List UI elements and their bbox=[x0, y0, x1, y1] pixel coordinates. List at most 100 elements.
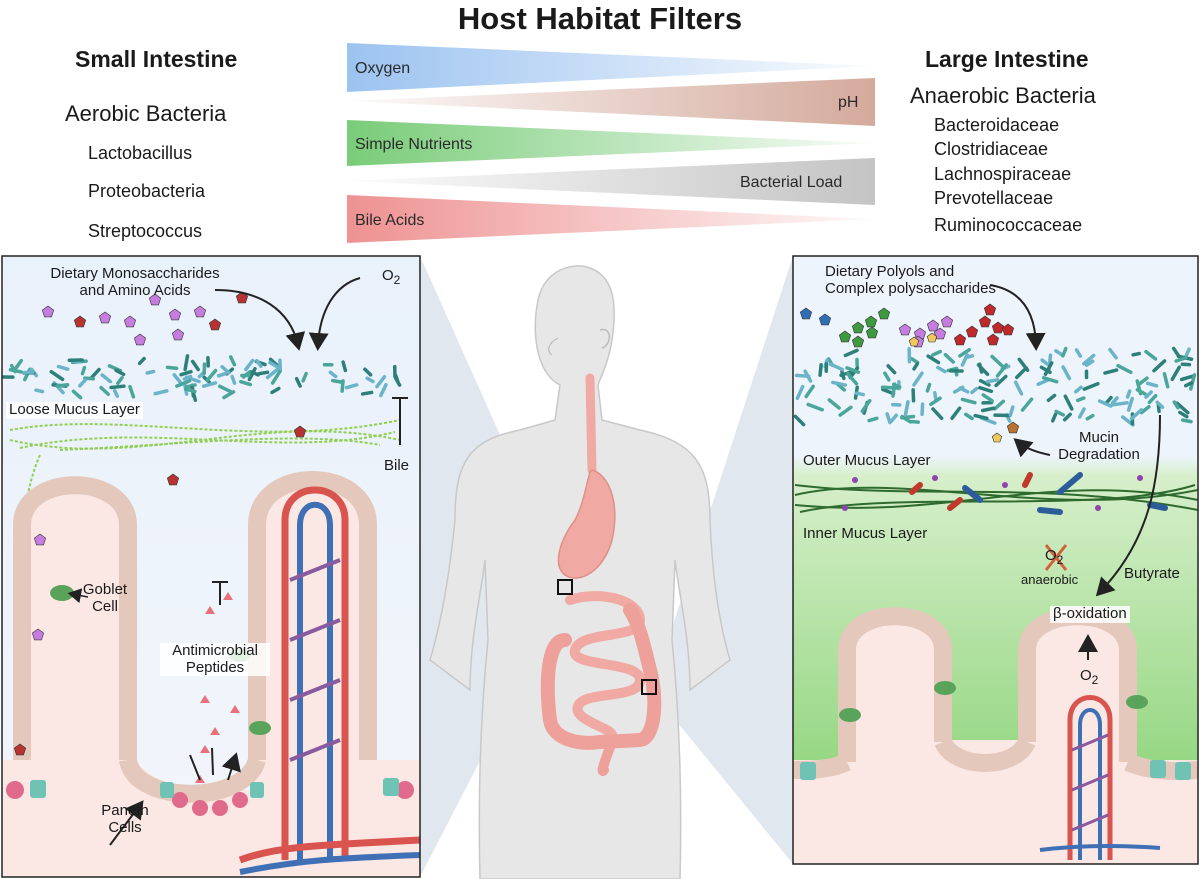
rod-bacterium-icon bbox=[1156, 403, 1161, 414]
rod-bacterium-icon bbox=[960, 397, 977, 405]
rod-bacterium-icon bbox=[201, 381, 218, 388]
amp-line-2: Peptides bbox=[185, 658, 245, 676]
rod-bacterium-icon bbox=[1036, 378, 1050, 387]
rod-bacterium-icon bbox=[1183, 381, 1194, 388]
rod-bacterium-icon bbox=[929, 396, 942, 407]
rod-bacterium-icon bbox=[1054, 409, 1066, 417]
bile-acids-wedge bbox=[347, 195, 875, 243]
rod-bacterium-icon bbox=[952, 385, 965, 394]
rod-bacterium-icon bbox=[925, 382, 932, 393]
rod-bacterium-icon bbox=[980, 406, 996, 413]
taxon-lactobacillus: Lactobacillus bbox=[88, 143, 193, 163]
rod-bacterium-icon bbox=[153, 389, 169, 396]
mucin-degradation-label: Mucin Degradation bbox=[1055, 429, 1143, 463]
pentagon-molecule-icon bbox=[851, 321, 865, 334]
inhibition-bar-icon bbox=[212, 397, 408, 605]
rod-bacterium-icon bbox=[1008, 405, 1015, 417]
rod-bacterium-icon bbox=[970, 386, 979, 395]
dietary-monosaccharides-label: Dietary Monosaccharides and Amino Acids bbox=[30, 265, 240, 299]
rod-bacterium-icon bbox=[1147, 393, 1158, 405]
rod-bacterium-icon bbox=[827, 398, 841, 410]
paneth-line-1: Paneth bbox=[101, 802, 149, 819]
rod-bacterium-icon bbox=[1129, 408, 1144, 421]
pentagon-molecule-icon bbox=[851, 335, 865, 348]
rod-bacterium-icon bbox=[843, 348, 859, 358]
oxygen-wedge bbox=[347, 43, 875, 92]
rod-bacterium-icon bbox=[172, 373, 184, 386]
rod-bacterium-icon bbox=[1040, 358, 1049, 366]
pentagon-molecule-icon bbox=[235, 291, 249, 304]
o2-crossed-label: O2 bbox=[1045, 547, 1064, 567]
pentagon-molecule-icon bbox=[293, 425, 307, 438]
o2-crossed-subscript: 2 bbox=[1056, 553, 1064, 567]
rod-bacterium-icon bbox=[880, 385, 900, 390]
inner-mucus-layer-label: Inner Mucus Layer bbox=[803, 525, 928, 542]
polyols-line-1: Dietary Polyols and bbox=[825, 263, 955, 280]
rod-bacterium-icon bbox=[9, 363, 18, 374]
rod-bacterium-icon bbox=[806, 402, 824, 412]
rod-bacterium-icon bbox=[926, 354, 941, 365]
rod-bacterium-icon bbox=[964, 412, 974, 421]
rod-bacterium-icon bbox=[116, 375, 124, 386]
rod-bacterium-icon bbox=[1179, 374, 1196, 382]
rod-bacterium-icon bbox=[912, 362, 919, 371]
rod-bacterium-icon bbox=[89, 367, 101, 380]
rod-bacterium-icon bbox=[1085, 413, 1095, 421]
gradient-label-bacterial-load: Bacterial Load bbox=[740, 174, 843, 191]
rod-bacterium-icon bbox=[265, 368, 279, 380]
rod-bacterium-icon bbox=[22, 370, 35, 375]
taxon-ruminococcaceae: Ruminococcaceae bbox=[934, 215, 1083, 235]
rod-bacterium-icon bbox=[112, 388, 120, 398]
rod-bacterium-icon bbox=[1054, 349, 1063, 356]
rod-bacterium-icon bbox=[1135, 379, 1143, 396]
rod-bacterium-icon bbox=[205, 368, 218, 383]
rod-bacterium-icon bbox=[978, 378, 991, 387]
gradient-wedges bbox=[347, 43, 875, 243]
pentagon-molecule-icon bbox=[978, 315, 992, 328]
rod-bacterium-icon bbox=[1063, 394, 1074, 411]
pentagon-molecule-icon bbox=[877, 307, 891, 320]
small-intestine-box-icon bbox=[557, 579, 573, 595]
rod-bacterium-icon bbox=[230, 374, 237, 385]
rod-bacterium-icon bbox=[1020, 397, 1034, 412]
rod-bacterium-icon bbox=[216, 371, 227, 378]
rod-bacterium-icon bbox=[137, 356, 146, 366]
rod-bacterium-icon bbox=[860, 398, 872, 413]
rod-bacterium-icon bbox=[891, 382, 897, 398]
rod-bacterium-icon bbox=[920, 402, 925, 416]
pentagon-molecule-icon bbox=[13, 743, 27, 756]
rod-bacterium-icon bbox=[804, 384, 815, 399]
rod-bacterium-icon bbox=[244, 358, 255, 372]
rod-bacterium-icon bbox=[958, 347, 972, 358]
rod-bacterium-icon bbox=[978, 385, 994, 394]
rod-bacterium-icon bbox=[222, 390, 236, 400]
rod-bacterium-icon bbox=[846, 372, 859, 386]
rod-bacterium-icon bbox=[100, 373, 113, 384]
small-intestine-heading: Small Intestine bbox=[75, 46, 238, 72]
rod-bacterium-icon bbox=[114, 368, 126, 377]
anaerobic-label: anaerobic bbox=[1021, 572, 1079, 587]
polyols-line-2: Complex polysaccharides bbox=[825, 279, 996, 297]
rod-bacterium-icon bbox=[375, 375, 387, 389]
rod-bacterium-icon bbox=[889, 413, 899, 424]
rod-bacterium-icon bbox=[1145, 381, 1159, 388]
pentagon-molecule-icon bbox=[1006, 421, 1020, 434]
rod-bacterium-icon bbox=[993, 399, 1005, 411]
rod-bacterium-icon bbox=[838, 405, 853, 417]
rod-bacterium-icon bbox=[270, 386, 281, 395]
rod-bacterium-icon bbox=[1084, 359, 1095, 367]
rod-bacterium-icon bbox=[184, 383, 197, 389]
rod-bacterium-icon bbox=[1046, 393, 1057, 402]
rod-bacterium-icon bbox=[1178, 410, 1189, 419]
o2-text: O bbox=[382, 267, 394, 284]
loose-mucus-layer-label: Loose Mucus Layer bbox=[6, 401, 143, 419]
rod-bacterium-icon bbox=[1172, 400, 1180, 410]
rod-bacterium-icon bbox=[1077, 407, 1086, 419]
pentagon-molecule-icon bbox=[983, 303, 997, 316]
rod-bacterium-icon bbox=[818, 363, 823, 377]
ph-wedge bbox=[347, 78, 875, 126]
rod-bacterium-icon bbox=[184, 375, 201, 384]
rod-bacterium-icon bbox=[943, 352, 955, 364]
pentagon-molecule-icon bbox=[168, 308, 182, 321]
rod-bacterium-icon bbox=[1125, 389, 1132, 399]
